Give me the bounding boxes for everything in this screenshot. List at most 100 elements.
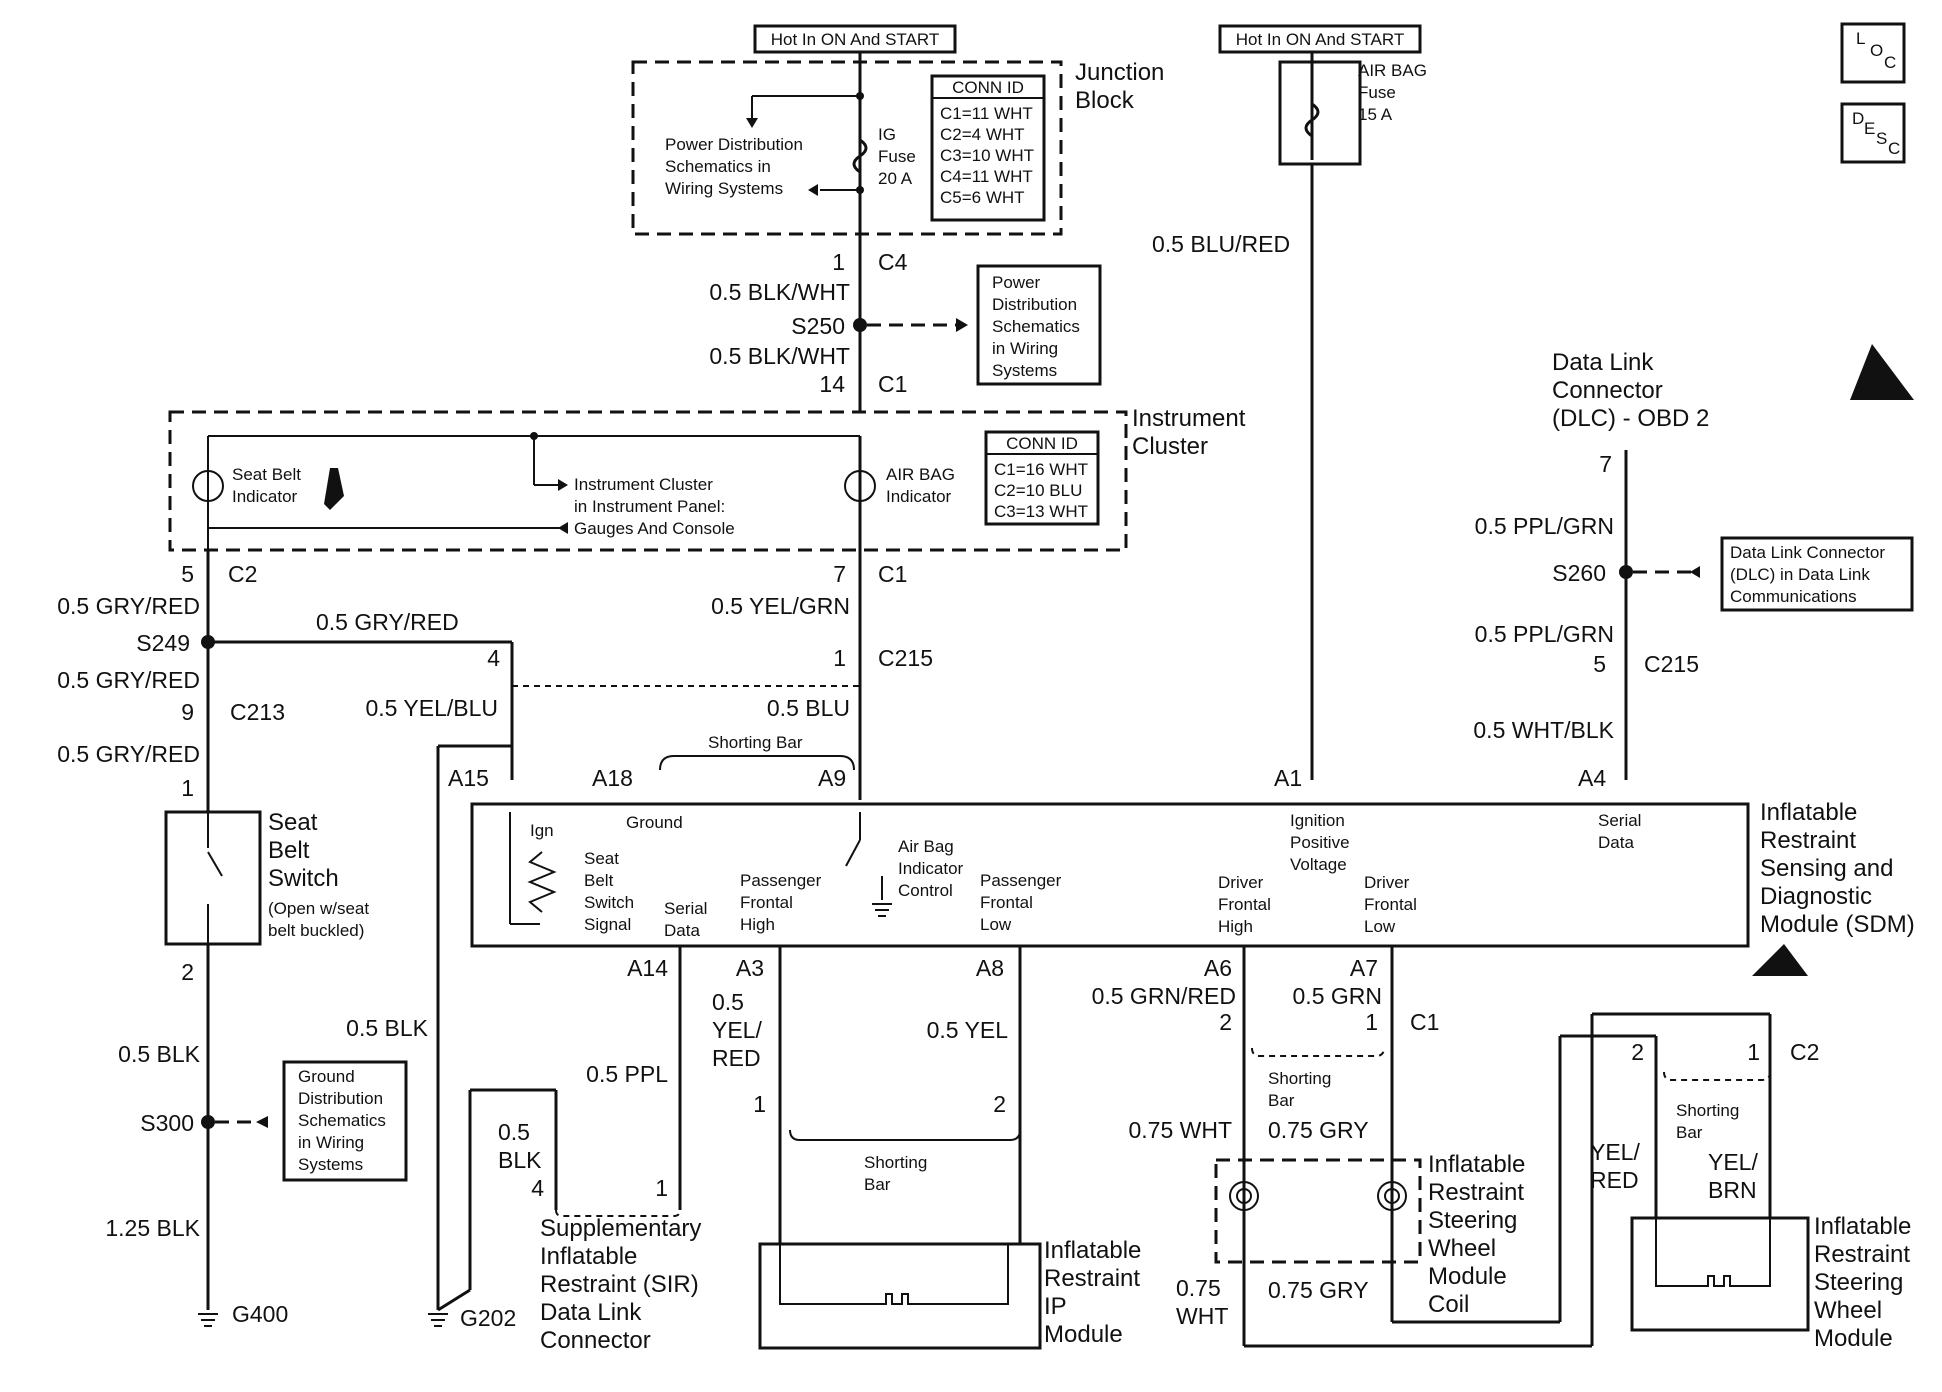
desc-letter: C xyxy=(1888,139,1900,158)
pin-a7: A7 xyxy=(1350,955,1378,981)
junction-block-title-2: Block xyxy=(1075,87,1135,114)
dlc-title-3: (DLC) - OBD 2 xyxy=(1552,405,1709,432)
ip-module-label-2: Restraint xyxy=(1044,1265,1140,1292)
wire-wht-blk: 0.5 WHT/BLK xyxy=(1473,717,1614,743)
seat-belt-indicator-label-2: Indicator xyxy=(232,487,298,506)
sw-module-label-3: Steering xyxy=(1814,1269,1903,1296)
wire-gry075: 0.75 GRY xyxy=(1268,1117,1369,1143)
sdm-ground: Ground xyxy=(626,813,683,832)
sdm-serial-1b: Data xyxy=(664,921,700,940)
sdm-seatbelt-2: Belt xyxy=(584,871,614,890)
ig-fuse-label-3: 20 A xyxy=(878,169,913,188)
c2-shorting-label-2: Bar xyxy=(1676,1123,1703,1142)
ig-fuse-label: IG xyxy=(878,125,896,144)
sir-pin-1: 1 xyxy=(655,1175,668,1201)
airbag-fuse-label-2: Fuse xyxy=(1358,83,1396,102)
c1-coil-label: C1 xyxy=(1410,1009,1439,1035)
c1-pin-14: 14 xyxy=(819,371,845,397)
pin-a9: A9 xyxy=(818,765,846,791)
airbag-fuse-icon xyxy=(1304,102,1320,138)
wire-grn: 0.5 GRN xyxy=(1293,983,1382,1009)
seat-belt-switch-icon xyxy=(207,851,223,877)
loc-letter: C xyxy=(1884,53,1896,72)
airbag-fuse-label: AIR BAG xyxy=(1358,61,1427,80)
s249-label: S249 xyxy=(136,630,190,656)
s260-label: S260 xyxy=(1552,560,1606,586)
conn-id-row: C3=10 WHT xyxy=(940,146,1034,165)
wire-wht075-b: 0.75 xyxy=(1176,1275,1221,1301)
ip-module-label-3: IP xyxy=(1044,1293,1067,1320)
pd-box-line: Distribution xyxy=(992,295,1077,314)
seat-belt-indicator-bulb-icon xyxy=(192,470,224,502)
gd-box-line: Ground xyxy=(298,1067,355,1086)
desc-letter: D xyxy=(1852,109,1864,128)
conn-id-row: C5=6 WHT xyxy=(940,188,1025,207)
desc-letter: E xyxy=(1864,119,1875,138)
wire-yel-brn-2: BRN xyxy=(1708,1177,1757,1203)
conn-id-header: CONN ID xyxy=(1006,434,1078,453)
wire-yel-red2-2: RED xyxy=(1590,1167,1639,1193)
pin-a18: A18 xyxy=(592,765,633,791)
sdm-drv-low-2: Frontal xyxy=(1364,895,1417,914)
dlc-pin-7: 7 xyxy=(1599,451,1612,477)
c1-pin-1: 1 xyxy=(1365,1009,1378,1035)
wire-gry-red-1: 0.5 GRY/RED xyxy=(57,593,200,619)
sdm-box xyxy=(470,802,1750,948)
resistor-icon xyxy=(527,851,557,913)
sdm-ign: Ign xyxy=(530,821,554,840)
dlc-pin-5: 5 xyxy=(1593,651,1606,677)
gd-box-line: Schematics xyxy=(298,1111,386,1130)
dlc-ref-line: Communications xyxy=(1730,587,1857,606)
s250-splice xyxy=(853,318,867,332)
conn-id-row: C4=11 WHT xyxy=(940,167,1033,186)
ic-ref-line: Instrument Cluster xyxy=(574,475,713,494)
seat-belt-switch-label-2: Belt xyxy=(268,837,310,864)
c2-label: C2 xyxy=(1790,1039,1819,1065)
wire-blu-red-label: 0.5 BLU/RED xyxy=(1152,231,1290,257)
pd-box-line: Power xyxy=(992,273,1041,292)
wire-gry-red-4: 0.5 GRY/RED xyxy=(57,741,200,767)
wire-yel-blu: 0.5 YEL/BLU xyxy=(365,695,498,721)
s250-label: S250 xyxy=(791,313,845,339)
cluster-conn-id-box xyxy=(984,430,1100,526)
seat-belt-switch-note-2: belt buckled) xyxy=(268,921,364,940)
ic-ref-line: Gauges And Console xyxy=(574,519,735,538)
sdm-pass-low: Passenger xyxy=(980,871,1062,890)
s300-label: S300 xyxy=(140,1110,194,1136)
wire-grn-red: 0.5 GRN/RED xyxy=(1092,983,1236,1009)
sw-module-label-5: Module xyxy=(1814,1325,1893,1352)
ip-module-label: Inflatable xyxy=(1044,1237,1141,1264)
sdm-pass-high: Passenger xyxy=(740,871,822,890)
loc-icon[interactable] xyxy=(1840,22,1906,84)
instrument-cluster-title-2: Cluster xyxy=(1132,433,1208,460)
desc-icon[interactable] xyxy=(1840,102,1906,164)
left-pin-9: 9 xyxy=(181,699,194,725)
c4-label: C4 xyxy=(878,249,908,275)
sdm-title-3: Sensing and xyxy=(1760,855,1893,882)
wire-gry-red-2: 0.5 GRY/RED xyxy=(316,609,459,635)
wire-yel-red2: YEL/ xyxy=(1590,1139,1640,1165)
wire-wht075-b-2: WHT xyxy=(1176,1303,1228,1329)
coil-spiral-icon-2 xyxy=(1377,1181,1407,1211)
sdm-drv-high: Driver xyxy=(1218,873,1264,892)
c4-pin: 1 xyxy=(832,249,845,275)
airbag-switch-icon xyxy=(845,839,861,867)
desc-letter: S xyxy=(1876,129,1887,148)
ip-squib-icon xyxy=(779,1244,1009,1305)
sir-dlc-label-5: Connector xyxy=(540,1327,651,1354)
c1-pin-2: 2 xyxy=(1219,1009,1232,1035)
ip-shorting-label-2: Bar xyxy=(864,1175,891,1194)
coil-label-3: Steering xyxy=(1428,1207,1517,1234)
sdm-title-2: Restraint xyxy=(1760,827,1856,854)
wire-yel-red-3: RED xyxy=(712,1045,761,1071)
c1-shorting-label: Shorting xyxy=(1268,1069,1331,1088)
sw-squib-icon xyxy=(1655,1218,1771,1287)
sdm-ign-pos: Ignition xyxy=(1290,811,1345,830)
shorting-bar-top xyxy=(659,755,855,771)
conn-id-row: C1=11 WHT xyxy=(940,104,1033,123)
pin-a15: A15 xyxy=(448,765,489,791)
conn-id-row: C2=4 WHT xyxy=(940,125,1025,144)
wire-blu: 0.5 BLU xyxy=(767,695,850,721)
wire-blk-center: 0.5 BLK xyxy=(346,1015,428,1041)
dlc-title: Data Link xyxy=(1552,349,1654,376)
